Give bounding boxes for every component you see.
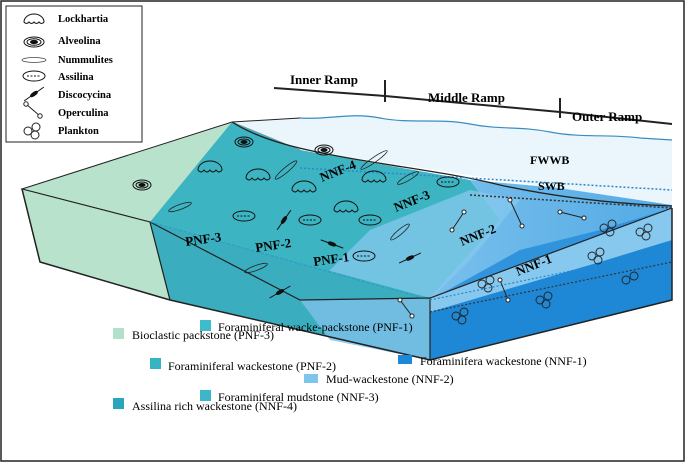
legend-label-discocycina: Discocycina: [58, 90, 112, 101]
legend-label-lockhartia: Lockhartia: [58, 14, 109, 25]
legend-label-alveolina: Alveolina: [58, 36, 101, 47]
legend-nnf2: Mud-wackestone (NNF-2): [326, 372, 454, 386]
legend-nnf4: Assilina rich wackestone (NNF-4): [132, 399, 297, 413]
legend-label-operculina: Operculina: [58, 108, 109, 119]
swatch-pnf2: [150, 358, 161, 369]
swatch-pnf1: [200, 320, 211, 331]
swatch-pnf3: [113, 328, 124, 339]
legend-alveolina-icon: [24, 37, 44, 47]
legend-label-assilina: Assilina: [58, 72, 94, 83]
fwwb-label: FWWB: [530, 153, 569, 167]
legend-pnf2: Foraminiferal wackestone (PNF-2): [168, 359, 336, 373]
middle-ramp-label: Middle Ramp: [428, 90, 505, 105]
swatch-nnf4: [113, 398, 124, 409]
legend-label-nummulites: Nummulites: [58, 55, 113, 66]
swb-label: SWB: [538, 179, 565, 193]
legend-nnf1: Foraminifera wackestone (NNF-1): [420, 354, 587, 368]
legend-pnf1: Foraminiferal wacke-packstone (PNF-1): [218, 320, 413, 334]
outer-ramp-label: Outer Ramp: [572, 109, 642, 124]
inner-ramp-label: Inner Ramp: [290, 72, 358, 87]
swatch-nnf1: [398, 355, 412, 364]
legend-label-plankton: Plankton: [58, 126, 99, 137]
swatch-nnf2: [304, 374, 318, 383]
